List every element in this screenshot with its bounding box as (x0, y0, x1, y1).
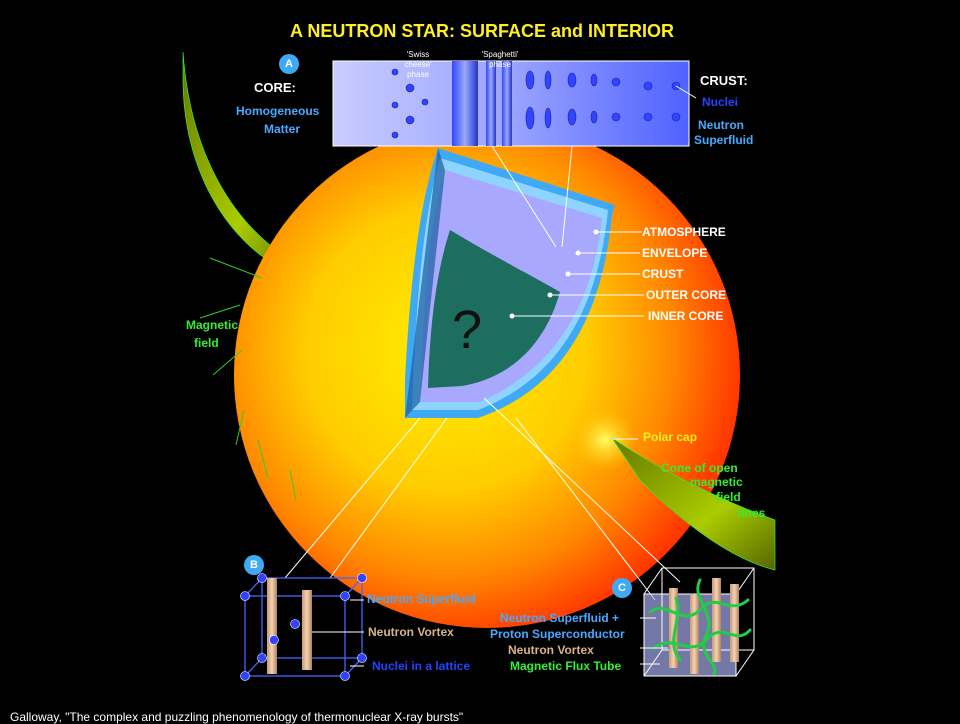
unknown-question-mark: ? (452, 300, 483, 360)
magnetic-field-label-1: Magnetic (186, 318, 239, 332)
cutaway-front-face (405, 148, 445, 418)
inner-core-cutaway (428, 230, 560, 388)
panel-c-proton-superconductor: Proton Superconductor (490, 627, 625, 641)
panel-b-leaders (312, 599, 364, 667)
panel-b-neutron-vortex: Neutron Vortex (368, 625, 454, 639)
polar-cap-label: Polar cap (643, 430, 698, 444)
panel-a-badge: A (279, 54, 299, 74)
spaghetti-phase-label: 'Spaghetti' phase (481, 50, 519, 69)
panel-c-vortex-tubes (669, 578, 739, 674)
panel-b-nuclei-lattice: Nuclei in a lattice (372, 659, 471, 673)
crust-layer-label: CRUST (642, 267, 684, 281)
polar-cap-glow (573, 408, 637, 472)
cone-of-open-field-lines (611, 437, 776, 571)
source-caption: Galloway, "The complex and puzzling phen… (10, 710, 464, 724)
layer-leader-dots (509, 229, 599, 319)
panel-b-lattice-nuclei (240, 573, 367, 681)
panel-c-flux-tubes (648, 578, 752, 676)
panel-a-nuclei (391, 68, 681, 139)
diagram-title: A NEUTRON STAR: SURFACE and INTERIOR (290, 21, 675, 41)
nuclei-label: Nuclei (702, 95, 739, 109)
box-connectors (284, 397, 681, 601)
swiss-cheese-phase-label: 'Swiss cheese' phase (404, 50, 432, 79)
layer-leader-lines (512, 231, 644, 440)
panel-b-neutron-superfluid: Neutron Superfluid (367, 592, 476, 606)
panel-b-vortex-1 (267, 578, 277, 674)
panel-c-magnetic-flux-tube: Magnetic Flux Tube (510, 659, 622, 673)
panel-c-neutron-superfluid-plus: Neutron Superfluid + (500, 611, 620, 625)
cone-label-2: magnetic (690, 475, 743, 489)
atmosphere-label: ATMOSPHERE (642, 225, 726, 239)
panel-c-badge: C (612, 578, 632, 598)
cone-label-1: Cone of open (661, 461, 738, 475)
panel-a-spaghetti-rods (452, 61, 512, 146)
core-label: CORE: (254, 80, 296, 95)
nuclei-leader (675, 85, 697, 99)
strip-leader-left (491, 145, 557, 248)
magnetic-field-lines (199, 257, 297, 501)
outer-core-label: OUTER CORE (646, 288, 727, 302)
neutron-label: Neutron (698, 118, 744, 132)
core-detail-matter: Matter (264, 122, 301, 136)
strip-leader-right (561, 145, 573, 248)
panel-c-neutron-vortex: Neutron Vortex (508, 643, 594, 657)
panel-c-leaders (640, 617, 668, 665)
crust-detail-label: CRUST: (700, 73, 748, 88)
superfluid-label: Superfluid (694, 133, 754, 147)
cone-label-4: lines (738, 506, 766, 520)
panel-b-badge: B (244, 555, 264, 575)
panel-b-vortex-2 (302, 590, 312, 670)
inner-core-label: INNER CORE (648, 309, 724, 323)
magnetic-field-label-2: field (194, 336, 219, 350)
core-detail-homogeneous: Homogeneous (236, 104, 320, 118)
cone-label-3: field (716, 490, 741, 504)
envelope-label: ENVELOPE (642, 246, 708, 260)
